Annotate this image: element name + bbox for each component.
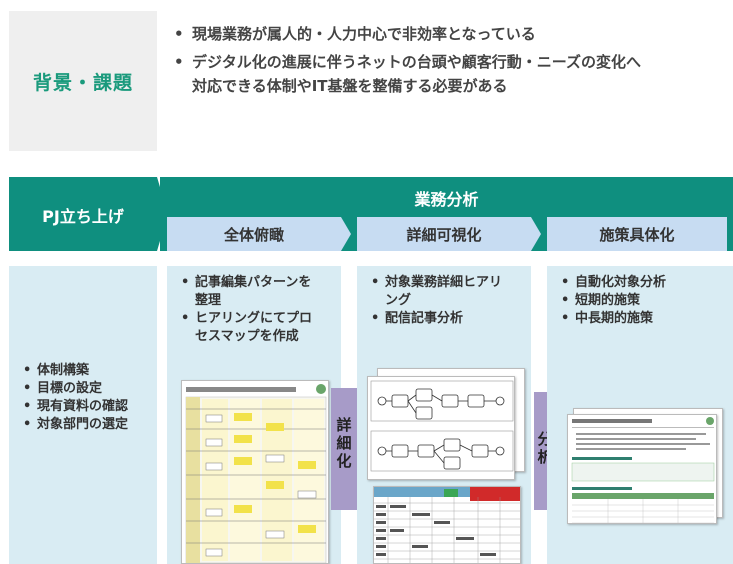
process-map-thumbnail <box>181 380 329 564</box>
process-map-image <box>185 384 327 563</box>
list-item: 目標の設定 <box>21 380 146 398</box>
stage-pj-launch: PJ立ち上げ <box>9 177 168 251</box>
column-overview-list: 記事編集パターンを整理 ヒアリングにてプロセスマップを作成 <box>179 274 321 346</box>
list-item: ヒアリングにてプロセスマップを作成 <box>179 310 321 346</box>
column-measures: 自動化対象分析 短期的施策 中長期的施策 <box>547 266 733 564</box>
list-item: 短期的施策 <box>559 292 719 310</box>
list-item: 中長期的施策 <box>559 310 719 328</box>
background-bullets: 現場業務が属人的・人力中心で非効率となっている デジタル化の進展に伴うネットの台… <box>172 22 652 102</box>
list-item: 記事編集パターンを整理 <box>179 274 321 310</box>
phase-overview-label: 全体俯瞰 <box>223 225 284 244</box>
background-label: 背景・課題 <box>32 71 133 94</box>
column-detail-list: 対象業務詳細ヒアリング 配信記事分析 <box>369 274 511 328</box>
detail-arrow-label: 詳細化 <box>331 416 357 470</box>
list-item: 現有資料の確認 <box>21 398 146 416</box>
phase-detail-label: 詳細可視化 <box>406 225 482 244</box>
measures-doc-image <box>571 417 715 523</box>
measures-doc-thumbnail <box>567 414 717 524</box>
column-overview: 記事編集パターンを整理 ヒアリングにてプロセスマップを作成 <box>167 266 341 564</box>
column-measures-list: 自動化対象分析 短期的施策 中長期的施策 <box>559 274 719 328</box>
list-item: 対象部門の選定 <box>21 416 146 434</box>
bpmn-thumbnail <box>367 376 515 480</box>
article-analysis-sheet-thumbnail <box>373 486 521 564</box>
list-item: 自動化対象分析 <box>559 274 719 292</box>
background-bullet: 現場業務が属人的・人力中心で非効率となっている <box>172 22 652 46</box>
phase-overview: 全体俯瞰 <box>167 217 351 251</box>
stage-pj-label: PJ立ち上げ <box>42 207 124 226</box>
detail-arrow-text: 詳細化 <box>336 416 352 470</box>
phase-measures-label: 施策具体化 <box>599 225 675 244</box>
background-bullet: デジタル化の進展に伴うネットの台頭や顧客行動・ニーズの変化へ対応できる体制やIT… <box>172 50 652 98</box>
phase-measures: 施策具体化 <box>547 217 727 251</box>
stage-business-analysis-label: 業務分析 <box>414 190 479 209</box>
detail-arrow: 詳細化 <box>331 388 357 510</box>
spreadsheet-image <box>374 487 520 563</box>
bpmn-image <box>370 380 514 472</box>
list-item: 配信記事分析 <box>369 310 511 328</box>
column-pj-list: 体制構築 目標の設定 現有資料の確認 対象部門の選定 <box>21 362 146 434</box>
list-item: 体制構築 <box>21 362 146 380</box>
column-detail: 対象業務詳細ヒアリング 配信記事分析 <box>357 266 531 564</box>
phase-detail: 詳細可視化 <box>357 217 541 251</box>
column-pj: 体制構築 目標の設定 現有資料の確認 対象部門の選定 <box>9 266 157 564</box>
background-label-box: 背景・課題 <box>9 11 157 151</box>
list-item: 対象業務詳細ヒアリング <box>369 274 511 310</box>
